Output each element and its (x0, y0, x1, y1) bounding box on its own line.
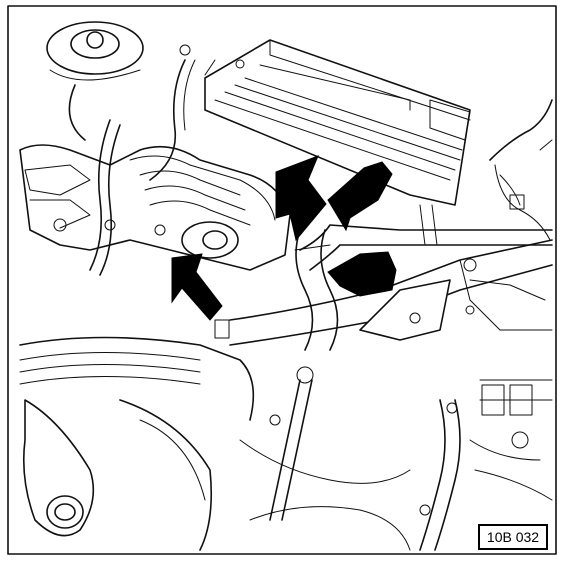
coolant-hoses-left (68, 59, 196, 276)
intake-manifold (19, 144, 291, 271)
pointer-arrow-1 (171, 253, 223, 321)
battery-housing (204, 39, 471, 206)
figure-border (7, 5, 557, 555)
pointer-arrow-4 (327, 251, 397, 297)
wiring-harness-right (489, 99, 553, 241)
strut-tower (46, 21, 144, 81)
central-hose (294, 229, 339, 351)
pointer-arrow-2 (275, 155, 327, 242)
small-connectors (179, 44, 475, 339)
figure-reference-label: 10B 032 (478, 524, 548, 550)
mounting-bracket (359, 258, 553, 341)
support-rail (239, 366, 411, 551)
lower-assembly (19, 336, 255, 551)
pointer-arrow-3 (327, 161, 393, 232)
lower-right-unit (419, 379, 553, 551)
figure-reference-code: 10B 032 (486, 529, 540, 545)
